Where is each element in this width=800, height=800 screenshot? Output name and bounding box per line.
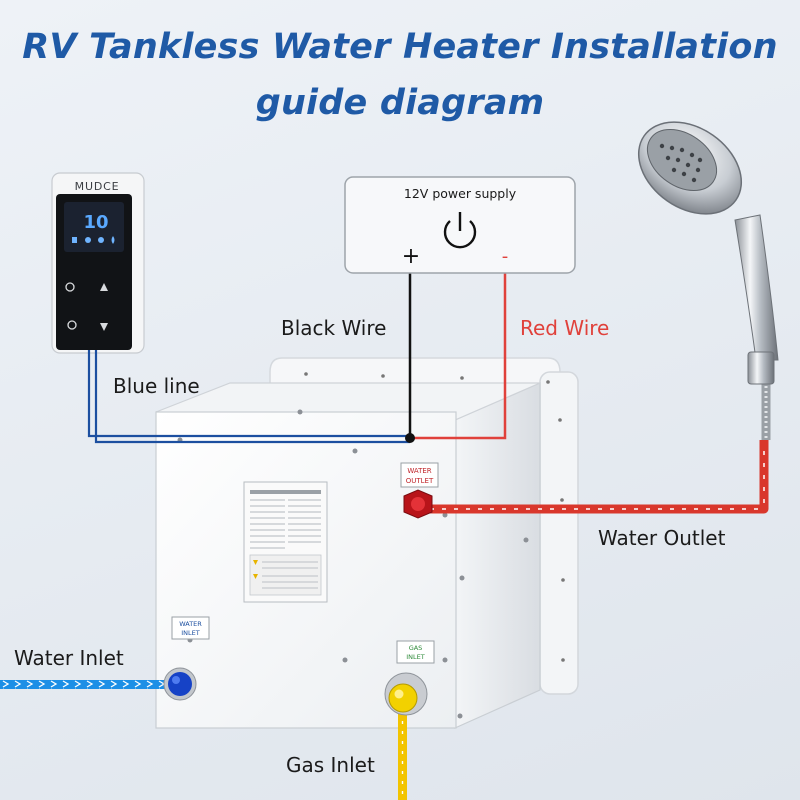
water-outlet-line [420, 440, 769, 514]
water-inlet-tag: WATER INLET [171, 616, 210, 640]
blue-line-label: Blue line [113, 374, 200, 398]
gas-inlet-fitting [384, 672, 428, 716]
controller-panel: MUDCE 10 [51, 172, 145, 354]
red-wire [410, 273, 507, 440]
blue-control-line [87, 350, 410, 444]
controller-brand: MUDCE [75, 180, 120, 193]
water-outlet-tag: WATER OUTLET [400, 462, 439, 488]
water-outlet-label: Water Outlet [598, 526, 726, 550]
water-outlet-tag-line2: OUTLET [406, 477, 434, 485]
power-icon[interactable] [65, 282, 75, 292]
red-wire-label: Red Wire [520, 316, 610, 340]
water-inlet-line [0, 680, 178, 689]
power-supply-box: 12V power supply + - [344, 176, 576, 274]
black-wire-label: Black Wire [281, 316, 387, 340]
mounting-flange [269, 357, 579, 695]
water-outlet-fitting [403, 489, 433, 519]
negative-terminal: - [502, 246, 509, 267]
water-inlet-label: Water Inlet [14, 646, 124, 670]
arrow-up-icon[interactable] [100, 283, 108, 291]
wire-junction [405, 433, 415, 443]
gas-inlet-label: Gas Inlet [286, 753, 375, 777]
gas-inlet-tag: GAS INLET [396, 640, 435, 664]
shower-head [637, 121, 779, 440]
mode-icon[interactable] [67, 320, 77, 330]
water-inlet-tag-line2: INLET [181, 629, 200, 637]
title-line-1: RV Tankless Water Heater Installation [22, 27, 778, 67]
power-icon [443, 212, 477, 249]
controller-display: 10 [83, 212, 108, 233]
water-inlet-fitting [163, 667, 197, 701]
gas-inlet-line [398, 696, 407, 800]
positive-terminal: + [402, 244, 420, 269]
arrow-down-icon[interactable] [100, 323, 108, 331]
power-supply-label: 12V power supply [404, 186, 517, 201]
water-heater-unit [155, 382, 541, 729]
spec-label [243, 481, 328, 603]
water-inlet-tag-line1: WATER [179, 620, 202, 628]
gas-inlet-tag-line2: INLET [406, 653, 425, 661]
title-line-2: guide diagram [255, 83, 545, 123]
water-outlet-tag-line1: WATER [407, 467, 431, 475]
gas-inlet-tag-line1: GAS [409, 644, 423, 652]
